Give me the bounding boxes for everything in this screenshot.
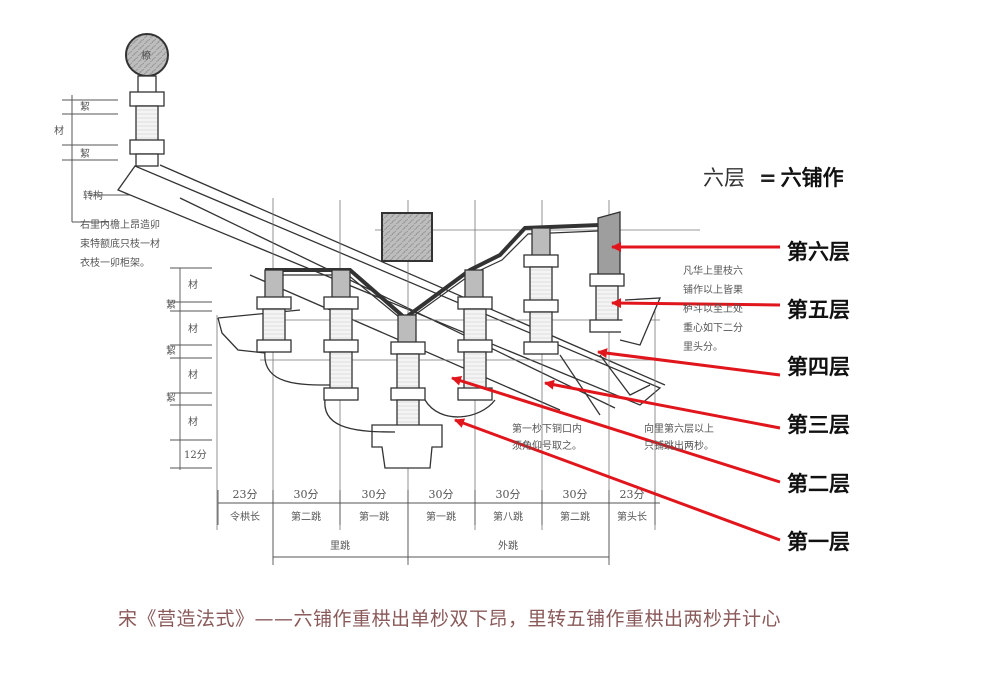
center-right-note: 向里第六层以上 只铺跳出两杪。 — [644, 421, 714, 455]
arrow-layer-2 — [451, 375, 781, 484]
span-label-inner: 里跳 — [330, 539, 350, 552]
figure-caption: 宋《营造法式》——六铺作重栱出单杪双下昂，里转五铺作重栱出两杪并计心 — [118, 608, 782, 630]
dim-label: 絜 — [80, 100, 90, 113]
note-line: 栌斗以至上处 — [683, 304, 743, 315]
layer-label-2: 第二层 — [787, 472, 850, 496]
dim-value: 30分 — [294, 488, 319, 501]
layer-label-1: 第一层 — [787, 530, 850, 554]
note-line: 只铺跳出两杪。 — [644, 441, 714, 452]
side-dim: 絜 — [166, 391, 176, 404]
note-line: 向里第六层以上 — [644, 424, 714, 435]
span-label-outer: 外跳 — [498, 539, 518, 552]
dim-label: 材 — [54, 124, 64, 137]
side-dim: 材 — [188, 368, 198, 381]
purlin-label: 转构 — [83, 189, 103, 202]
dim-label: 第头长 — [617, 510, 647, 523]
note-line: 右里内檐上昂造卯 — [80, 220, 160, 231]
side-dim: 絜 — [166, 344, 176, 357]
arrow-layer-5 — [611, 298, 781, 309]
dim-value: 30分 — [496, 488, 521, 501]
upper-left-bracket — [129, 75, 165, 167]
bracket-columns — [256, 211, 662, 469]
dim-value: 23分 — [233, 488, 258, 501]
arrow-layer-3 — [544, 379, 781, 430]
square-beam — [381, 212, 433, 262]
arrow-layer-4 — [597, 348, 781, 377]
dim-label: 第一跳 — [426, 510, 456, 523]
dim-label: 第二跳 — [291, 510, 321, 523]
note-line: 第一杪下铜口内 — [512, 424, 582, 435]
title-rhs: 六铺作 — [780, 166, 844, 190]
note-line: 里头分。 — [683, 342, 723, 353]
dim-label: 第一跳 — [359, 510, 389, 523]
dim-label: 令栱长 — [230, 510, 260, 523]
layer-arrows — [451, 242, 781, 542]
diagram-title: 六层 =六铺作 — [703, 162, 844, 192]
dim-value: 30分 — [563, 488, 588, 501]
side-dim: 絜 — [166, 298, 176, 311]
slanting-beams — [116, 164, 666, 411]
dim-labels: 令栱长 第二跳 第一跳 第一跳 第八跳 第二跳 第头长 里跳 外跳 — [230, 510, 647, 552]
bottom-dimension-grid — [217, 490, 660, 565]
side-dim: 12分 — [184, 449, 207, 461]
note-line: 重心如下二分 — [683, 323, 743, 334]
left-note: 右里内檐上昂造卯 束特额底只枝一材 衣枝一卯柜架。 — [80, 216, 160, 273]
arrow-layer-1 — [454, 418, 781, 542]
left-side-dims — [170, 267, 212, 470]
round-beam-label: 橑 — [141, 49, 151, 62]
dim-label: 第八跳 — [493, 510, 523, 523]
title-equals: = — [759, 166, 777, 190]
center-note: 第一杪下铜口内 须角仰号取之。 — [512, 421, 582, 455]
dim-value: 30分 — [429, 488, 454, 501]
layer-label-5: 第五层 — [787, 298, 850, 322]
note-line: 凡华上里枝六 — [683, 266, 743, 277]
layer-label-4: 第四层 — [787, 355, 850, 379]
dim-label: 絜 — [80, 147, 90, 160]
left-labels: 橑 絜 材 絜 转构 材 絜 材 絜 材 絜 材 12分 — [54, 49, 207, 461]
side-dim: 材 — [188, 415, 198, 428]
layer-label-6: 第六层 — [787, 240, 850, 264]
upper-connecting-beam — [265, 218, 602, 321]
dim-value: 23分 — [620, 488, 645, 501]
note-line: 须角仰号取之。 — [512, 441, 582, 452]
right-note: 凡华上里枝六 铺作以上皆果 栌斗以至上处 重心如下二分 里头分。 — [683, 262, 743, 357]
dim-value: 30分 — [362, 488, 387, 501]
note-line: 束特额底只枝一材 — [80, 239, 160, 250]
dim-values: 23分 30分 30分 30分 30分 30分 23分 — [233, 488, 645, 501]
side-dim: 材 — [188, 322, 198, 335]
note-line: 铺作以上皆果 — [683, 285, 743, 296]
dim-label: 第二跳 — [560, 510, 590, 523]
title-lhs: 六层 — [703, 166, 745, 190]
layer-label-3: 第三层 — [787, 413, 850, 437]
side-dim: 材 — [188, 278, 198, 291]
note-line: 衣枝一卯柜架。 — [80, 258, 150, 269]
